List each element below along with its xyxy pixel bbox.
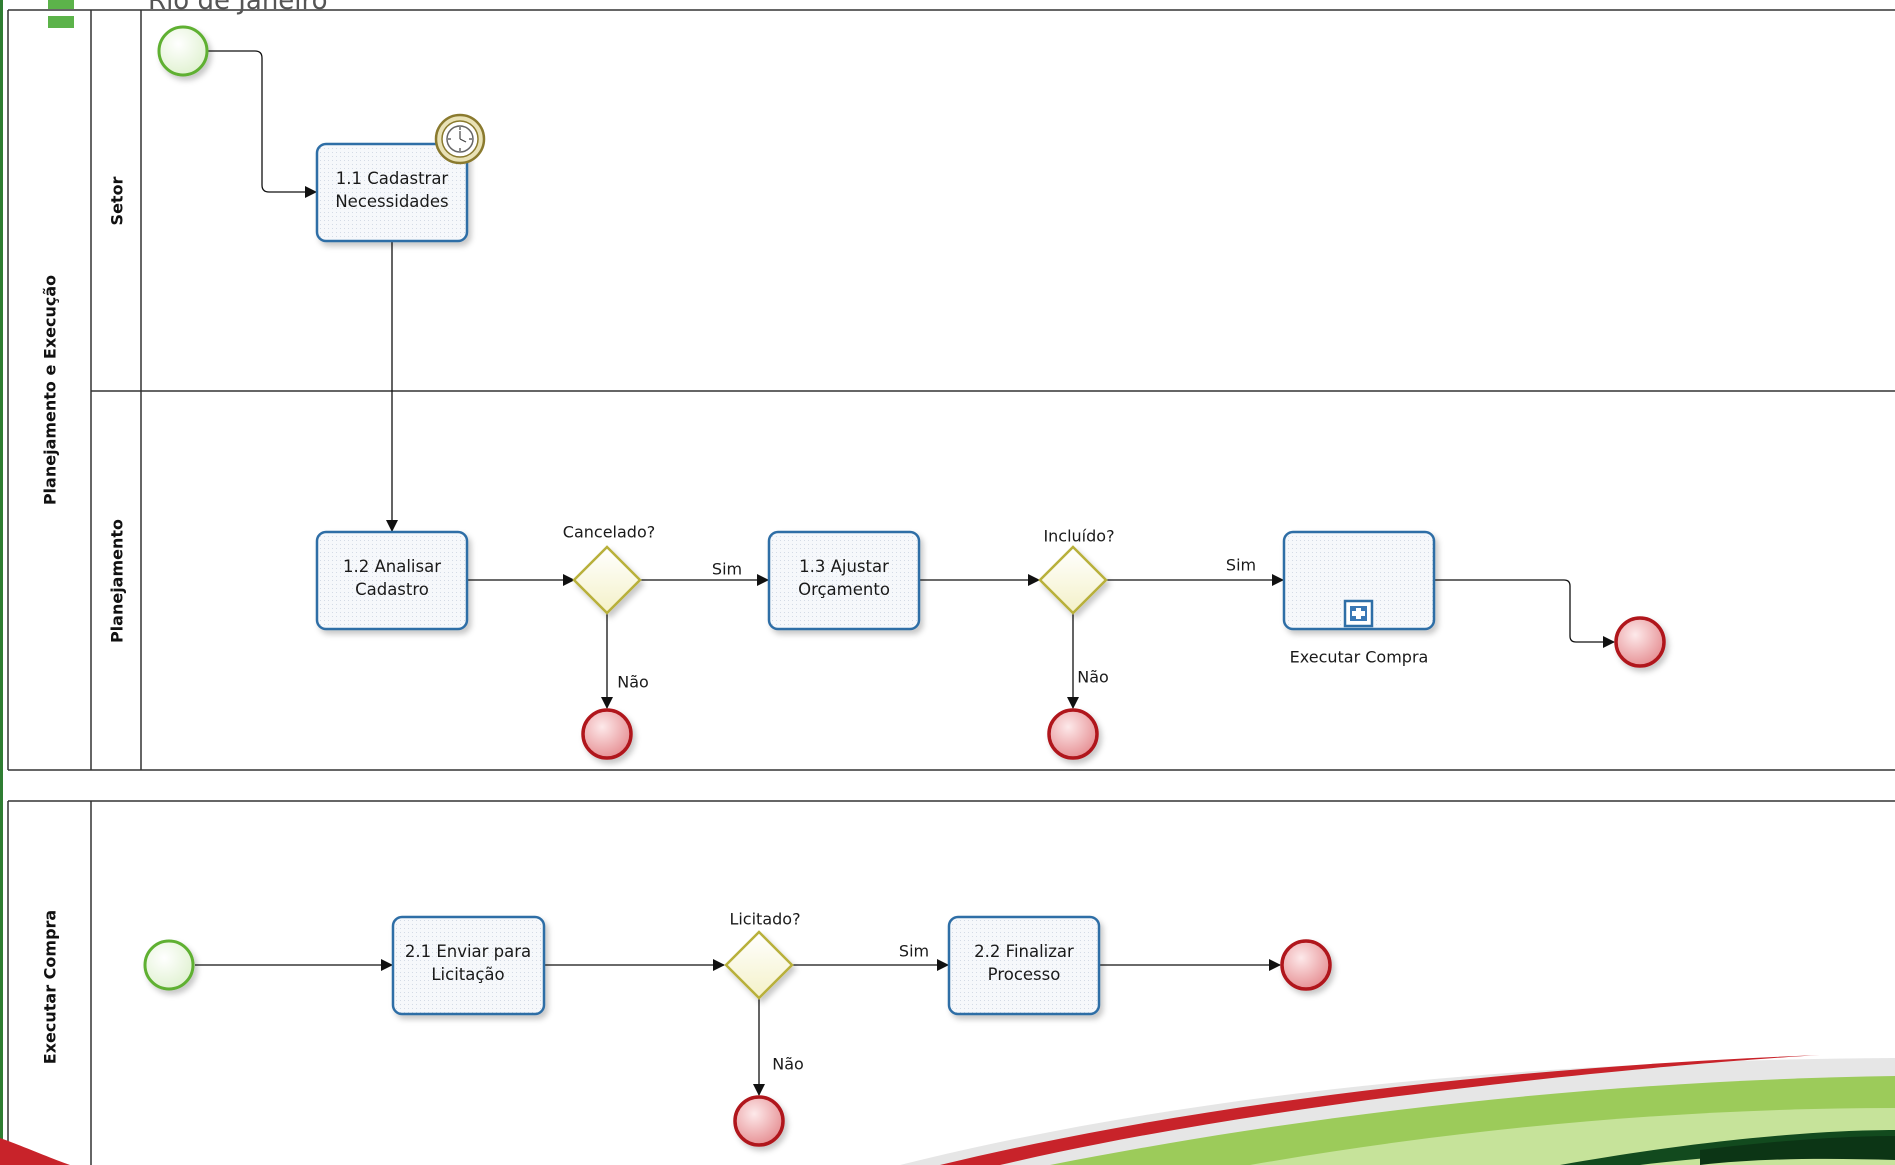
gateway-incluido-label: Incluído? — [1043, 526, 1115, 546]
task-1-1-cadastrar-necessidades — [315, 142, 469, 243]
gateway-licitado-label: Licitado? — [729, 909, 801, 929]
gateway-cancelado — [572, 545, 642, 615]
end-event-licitado-nao — [733, 1095, 785, 1147]
timer-icon — [434, 113, 486, 165]
task-1-3-ajustar-orcamento — [767, 530, 921, 631]
header-title: Rio de Janeiro — [148, 0, 328, 16]
pool-executar-compra — [7, 800, 1895, 1165]
flow-label-sim-1: Sim — [711, 559, 743, 579]
lane-label-setor: Setor — [107, 176, 127, 226]
task-2-1-label: 2.1 Enviar para Licitação — [404, 942, 532, 984]
flow-label-sim-3: Sim — [898, 941, 930, 961]
task-1-3-label: 1.3 Ajustar Orçamento — [798, 557, 890, 599]
pool-label-planejamento-execucao: Planejamento e Execução — [40, 274, 60, 506]
pool-label-executar-compra: Executar Compra — [40, 909, 60, 1065]
plus-icon — [1343, 599, 1374, 628]
subprocess-label: Executar Compra — [1289, 647, 1429, 667]
gateway-licitado — [724, 930, 794, 1000]
lane-label-planejamento: Planejamento — [107, 518, 127, 644]
sequence-flows — [195, 50, 1615, 1096]
flow-label-nao-3: Não — [772, 1054, 804, 1074]
flow-label-nao-2: Não — [1077, 667, 1109, 687]
gateway-cancelado-label: Cancelado? — [562, 522, 656, 542]
task-1-2-label: 1.2 Analisar Cadastro — [342, 557, 442, 599]
start-event-setor — [157, 25, 209, 77]
end-event-cancelado-nao — [581, 708, 633, 760]
pool-planejamento-execucao — [7, 9, 1895, 771]
end-event-incluido-nao — [1047, 708, 1099, 760]
subprocess-executar-compra — [1282, 530, 1436, 631]
end-event-planejamento — [1614, 616, 1666, 668]
task-2-2-finalizar-processo — [947, 915, 1101, 1016]
flow-label-nao-1: Não — [617, 672, 649, 692]
task-1-1-label: 1.1 Cadastrar Necessidades — [335, 169, 449, 211]
flow-label-sim-2: Sim — [1225, 555, 1257, 575]
task-2-1-enviar-para-licitacao — [391, 915, 546, 1016]
task-1-2-analisar-cadastro — [315, 530, 469, 631]
logo-mark — [48, 0, 108, 28]
swoosh-decoration — [0, 1055, 1895, 1165]
task-2-2-label: 2.2 Finalizar Processo — [974, 942, 1074, 984]
start-event-executar-compra — [143, 939, 195, 991]
gateway-incluido — [1038, 545, 1108, 615]
left-border — [0, 0, 3, 1165]
end-event-executar-compra — [1280, 939, 1332, 991]
